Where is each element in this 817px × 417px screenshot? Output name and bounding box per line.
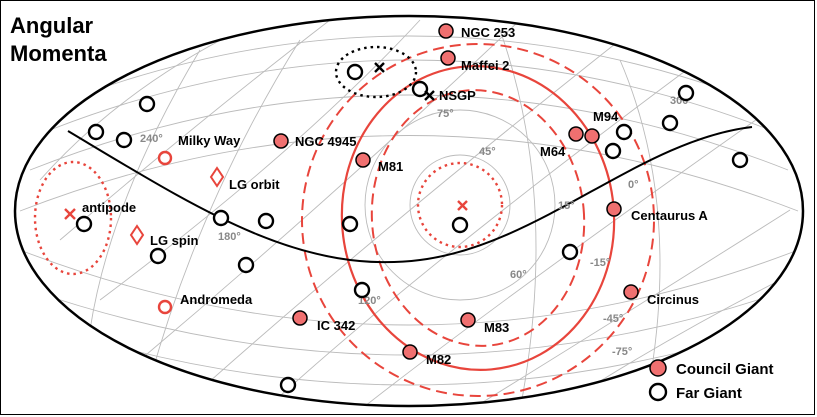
far-giant-marker	[661, 114, 679, 132]
legend-far-marker	[648, 382, 668, 402]
far-giant-marker	[87, 123, 105, 141]
far-giant-marker	[353, 281, 371, 299]
object-label: IC 342	[317, 318, 355, 333]
tick-label: -75°	[612, 346, 632, 358]
far-giant-marker	[138, 95, 156, 113]
far-giant-marker	[341, 215, 359, 233]
tick-label: 15°	[558, 200, 575, 212]
council-giant-marker	[438, 23, 454, 39]
far-giant-marker	[451, 216, 469, 234]
far-giant-marker	[75, 215, 93, 233]
far-giant-marker	[115, 131, 133, 149]
nsgp-dotted-ring	[334, 45, 418, 99]
council-giant-marker	[273, 133, 289, 149]
far-giant-marker	[212, 209, 230, 227]
nsgp-cross-icon	[424, 90, 435, 101]
dotted-ring-cross-icon	[374, 62, 385, 73]
tick-label: 45°	[479, 146, 496, 158]
object-label: Milky Way	[178, 133, 241, 148]
object-label: LG orbit	[229, 177, 280, 192]
far-giant-marker	[677, 84, 695, 102]
center-cross-icon	[457, 200, 468, 211]
object-label: NGC 253	[461, 25, 515, 40]
tick-labels: 240°180°120°60°0°300°75°45°15°-15°-45°-7…	[140, 95, 693, 358]
antipode-cross-icon	[64, 208, 76, 220]
object-label: NGC 4945	[295, 134, 356, 149]
tick-label: 0°	[628, 179, 639, 191]
object-label: M83	[484, 320, 509, 335]
object-label: Maffei 2	[461, 58, 509, 73]
far-giant-marker	[346, 63, 364, 81]
legend-council-marker	[649, 359, 667, 377]
object-label: M81	[378, 159, 403, 174]
far-giant-marker	[604, 142, 622, 160]
far-giant-marker	[149, 247, 167, 265]
object-label: LG spin	[150, 233, 198, 248]
andromeda-marker	[157, 299, 173, 315]
coordinate-grid	[19, 19, 801, 406]
tick-label: 180°	[218, 231, 241, 243]
council-giant-marker	[623, 284, 639, 300]
object-label: M94	[593, 109, 619, 124]
far-giant-marker	[279, 376, 297, 394]
tick-label: -45°	[603, 313, 623, 325]
supergalactic-plane-curve	[67, 126, 753, 264]
council-giant-marker	[460, 312, 476, 328]
tick-label: 75°	[437, 108, 454, 120]
tick-label: 60°	[510, 269, 527, 281]
lg-spin-marker	[129, 224, 145, 246]
object-label: antipode	[82, 200, 136, 215]
milky-way-marker	[157, 150, 173, 166]
special-markers	[64, 62, 468, 315]
lg-orbit-marker	[209, 166, 225, 188]
council-giant-marker	[568, 126, 584, 142]
tick-label: 240°	[140, 133, 163, 145]
legend: Council Giant Far Giant	[648, 359, 774, 402]
object-label: M64	[540, 144, 566, 159]
council-giant-marker	[584, 128, 600, 144]
title-line-1: Angular	[10, 13, 94, 38]
sky-boundary	[13, 14, 805, 408]
title-line-2: Momenta	[10, 41, 107, 66]
object-label: Circinus	[647, 292, 699, 307]
council-giant-marker	[355, 152, 371, 168]
council-giant-markers	[273, 23, 639, 360]
object-label: NSGP	[439, 88, 476, 103]
council-giant-marker	[402, 344, 418, 360]
far-giant-marker	[411, 80, 429, 98]
far-giant-marker	[561, 243, 579, 261]
council-giant-marker	[440, 50, 456, 66]
council-giant-marker	[606, 201, 622, 217]
far-giant-marker	[257, 212, 275, 230]
object-label: M82	[426, 352, 451, 367]
legend-far-label: Far Giant	[676, 385, 742, 402]
object-label: Centaurus A	[631, 208, 708, 223]
tick-label: -15°	[590, 257, 610, 269]
far-giant-marker	[731, 151, 749, 169]
far-giant-marker	[237, 256, 255, 274]
object-label: Andromeda	[180, 292, 253, 307]
council-giant-marker	[292, 310, 308, 326]
far-giant-marker	[615, 123, 633, 141]
far-giant-markers	[75, 63, 749, 394]
legend-council-label: Council Giant	[676, 361, 774, 378]
